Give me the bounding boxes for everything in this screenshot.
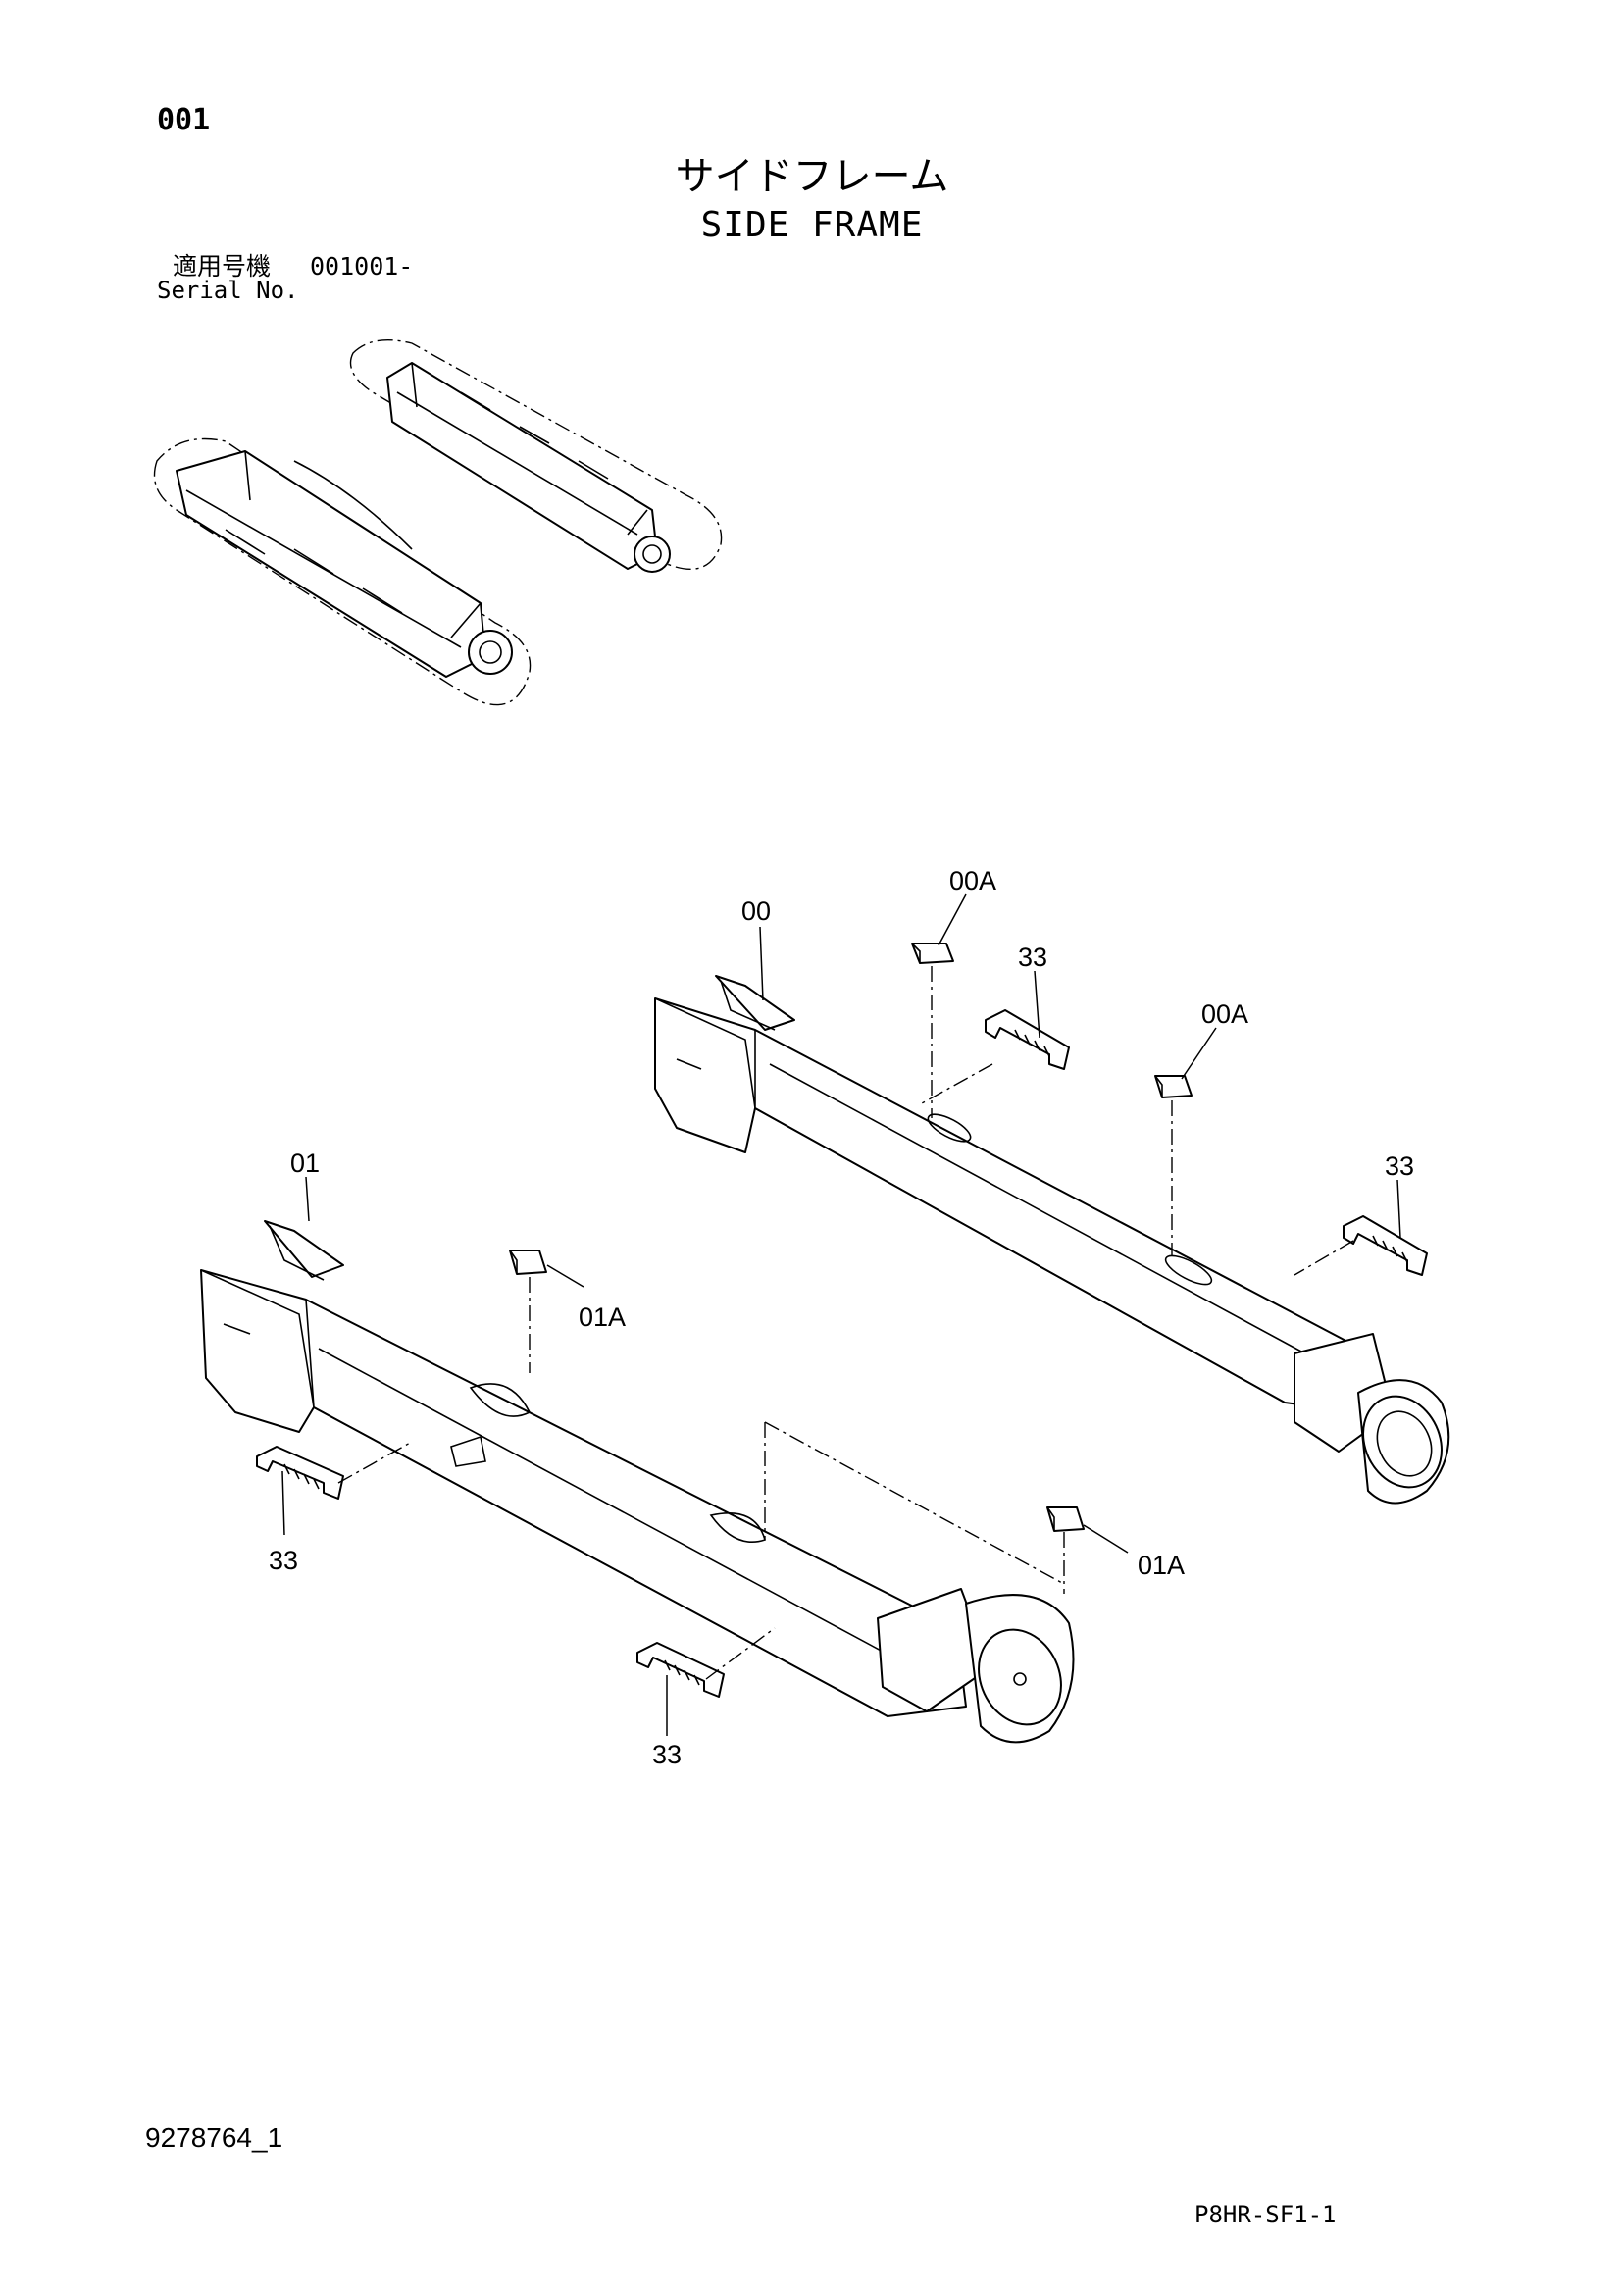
pad-01A-lower bbox=[1046, 1506, 1085, 1532]
serial-label-japanese: 適用号機 bbox=[173, 252, 272, 281]
callout-00A-upper: 00A bbox=[949, 866, 996, 895]
overview-thumbnail bbox=[153, 338, 723, 706]
callout-01A-upper: 01A bbox=[579, 1302, 626, 1332]
bracket-33-part01-left bbox=[256, 1446, 344, 1500]
document-id: 9278764_1 bbox=[145, 2122, 283, 2153]
bracket-33-part00-upper bbox=[985, 1009, 1070, 1070]
title-japanese: サイドフレーム bbox=[675, 154, 949, 199]
callout-00: 00 bbox=[741, 896, 771, 926]
callout-33-right: 33 bbox=[1385, 1151, 1414, 1181]
sheet-code: P8HR-SF1-1 bbox=[1194, 2201, 1337, 2228]
title-english: SIDE FRAME bbox=[700, 205, 924, 245]
callout-33-bottom: 33 bbox=[652, 1740, 682, 1769]
callout-01: 01 bbox=[290, 1148, 320, 1178]
serial-number: 001001- bbox=[310, 252, 414, 281]
crawler-outline-rear bbox=[349, 338, 723, 570]
crawler-outline-front bbox=[153, 437, 532, 706]
side-frame-part-01 bbox=[200, 1220, 1075, 1744]
pad-00A-upper bbox=[911, 943, 954, 964]
pad-00A-lower bbox=[1154, 1075, 1193, 1098]
callout-33-left: 33 bbox=[269, 1546, 298, 1575]
callout-01A-lower: 01A bbox=[1138, 1551, 1185, 1580]
bracket-33-part00-lower bbox=[1343, 1215, 1428, 1276]
callout-00A-lower: 00A bbox=[1201, 999, 1248, 1029]
thumbnail-frame-rear bbox=[386, 362, 671, 573]
serial-label-english: Serial No. bbox=[157, 277, 299, 304]
page-number: 001 bbox=[157, 103, 211, 137]
thumbnail-frame-front bbox=[176, 450, 513, 678]
bracket-33-part01-bottom bbox=[636, 1642, 725, 1698]
side-frame-part-00 bbox=[654, 975, 1450, 1505]
leader-lines bbox=[281, 893, 1401, 1736]
pad-01A-upper bbox=[509, 1250, 547, 1275]
mounting-centerlines bbox=[337, 966, 1354, 1680]
callout-labels: 00 00A 33 00A 33 01 01A 33 01A 33 bbox=[269, 866, 1414, 1769]
callout-33-upper: 33 bbox=[1018, 943, 1047, 972]
